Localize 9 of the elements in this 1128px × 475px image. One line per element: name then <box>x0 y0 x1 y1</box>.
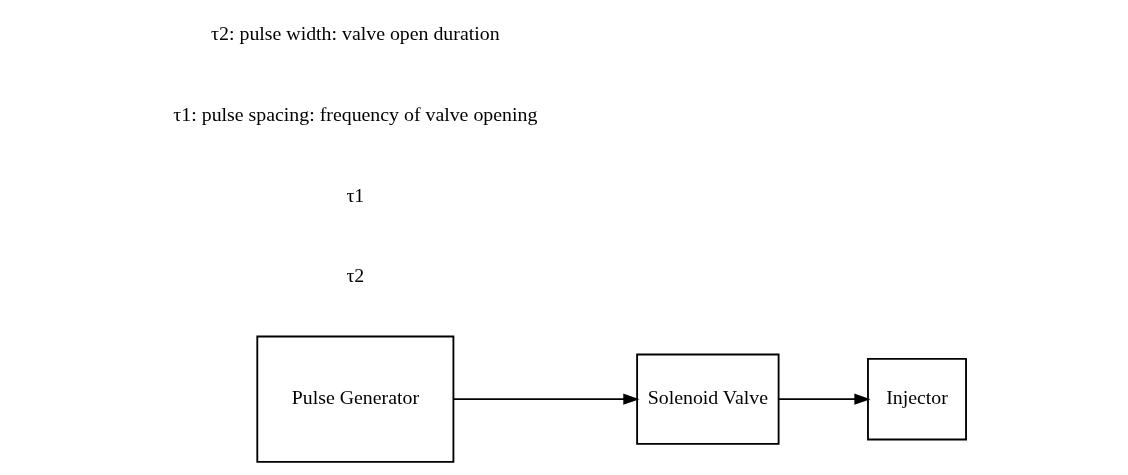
arrow <box>777 393 870 405</box>
label: τ1 <box>345 183 364 206</box>
node-box: Injector <box>866 357 967 441</box>
node-box: Solenoid Valve <box>635 353 780 445</box>
label: τ1: pulse spacing: frequency of valve opening <box>172 102 537 125</box>
label: τ2 <box>345 264 364 287</box>
label: τ2: pulse width: valve open duration <box>210 22 500 45</box>
arrow <box>452 393 639 405</box>
node-box: Pulse Generator <box>255 335 454 463</box>
